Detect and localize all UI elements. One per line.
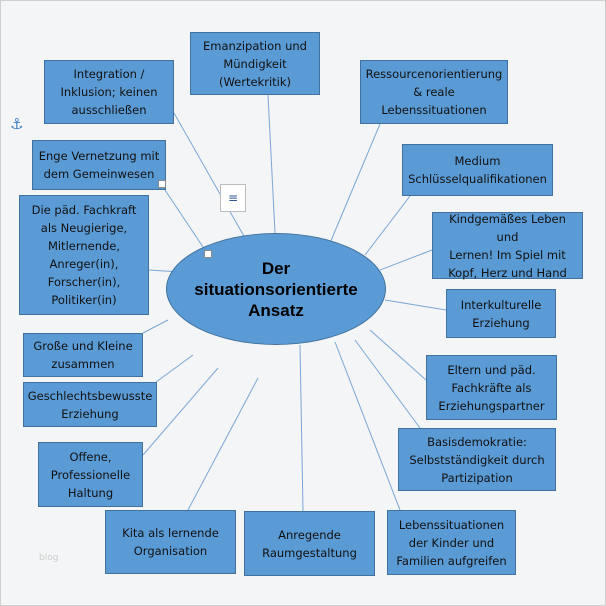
- resize-handle[interactable]: [158, 180, 166, 188]
- node-haltung[interactable]: Offene, Professionelle Haltung: [38, 442, 143, 507]
- node-fachkraft[interactable]: Die päd. Fachkraft als Neugierige, Mitle…: [19, 195, 149, 315]
- layout-options-icon[interactable]: ≡: [220, 184, 246, 212]
- connector: [142, 319, 169, 334]
- resize-handle[interactable]: [204, 250, 212, 258]
- node-emanzipation[interactable]: Emanzipation und Mündigkeit (Wertekritik…: [190, 32, 320, 95]
- connector: [173, 112, 246, 239]
- node-basisdemokratie[interactable]: Basisdemokratie: Selbstständigkeit durch…: [398, 428, 556, 491]
- connector: [329, 123, 381, 244]
- connector: [160, 183, 208, 254]
- connector: [334, 341, 401, 511]
- node-integration[interactable]: Integration / Inklusion; keinen ausschli…: [44, 60, 174, 124]
- node-vernetzung[interactable]: Enge Vernetzung mit dem Gemeinwesen: [32, 140, 166, 190]
- node-medium[interactable]: Medium Schlüsselqualifikationen: [402, 144, 553, 196]
- node-interkulturell[interactable]: Interkulturelle Erziehung: [446, 289, 556, 338]
- node-ressourcen[interactable]: Ressourcenorientierung & reale Lebenssit…: [360, 60, 508, 124]
- watermark: blog: [39, 553, 59, 563]
- connector: [267, 94, 276, 234]
- connector: [354, 339, 421, 429]
- node-eltern[interactable]: Eltern und päd. Fachkräfte als Erziehung…: [426, 355, 557, 420]
- connector: [379, 249, 433, 271]
- connector: [187, 377, 259, 511]
- node-gross-klein[interactable]: Große und Kleine zusammen: [23, 333, 143, 377]
- node-kita[interactable]: Kita als lernende Organisation: [105, 510, 236, 574]
- node-raumgestaltung[interactable]: Anregende Raumgestaltung: [244, 511, 375, 576]
- connector: [364, 195, 411, 256]
- connector: [299, 344, 304, 512]
- connector: [155, 354, 194, 383]
- anchor-icon[interactable]: ⚓: [10, 115, 24, 133]
- connector: [142, 367, 219, 456]
- node-geschlecht[interactable]: Geschlechtsbewusste Erziehung: [23, 382, 157, 427]
- connector: [384, 299, 447, 311]
- node-kindgemaess[interactable]: Kindgemäßes Leben und Lernen! Im Spiel m…: [432, 212, 583, 280]
- central-ellipse[interactable]: Der situationsorientierte Ansatz: [166, 233, 386, 345]
- node-lebenssituationen[interactable]: Lebenssituationen der Kinder und Familie…: [387, 510, 516, 575]
- connector: [369, 329, 427, 381]
